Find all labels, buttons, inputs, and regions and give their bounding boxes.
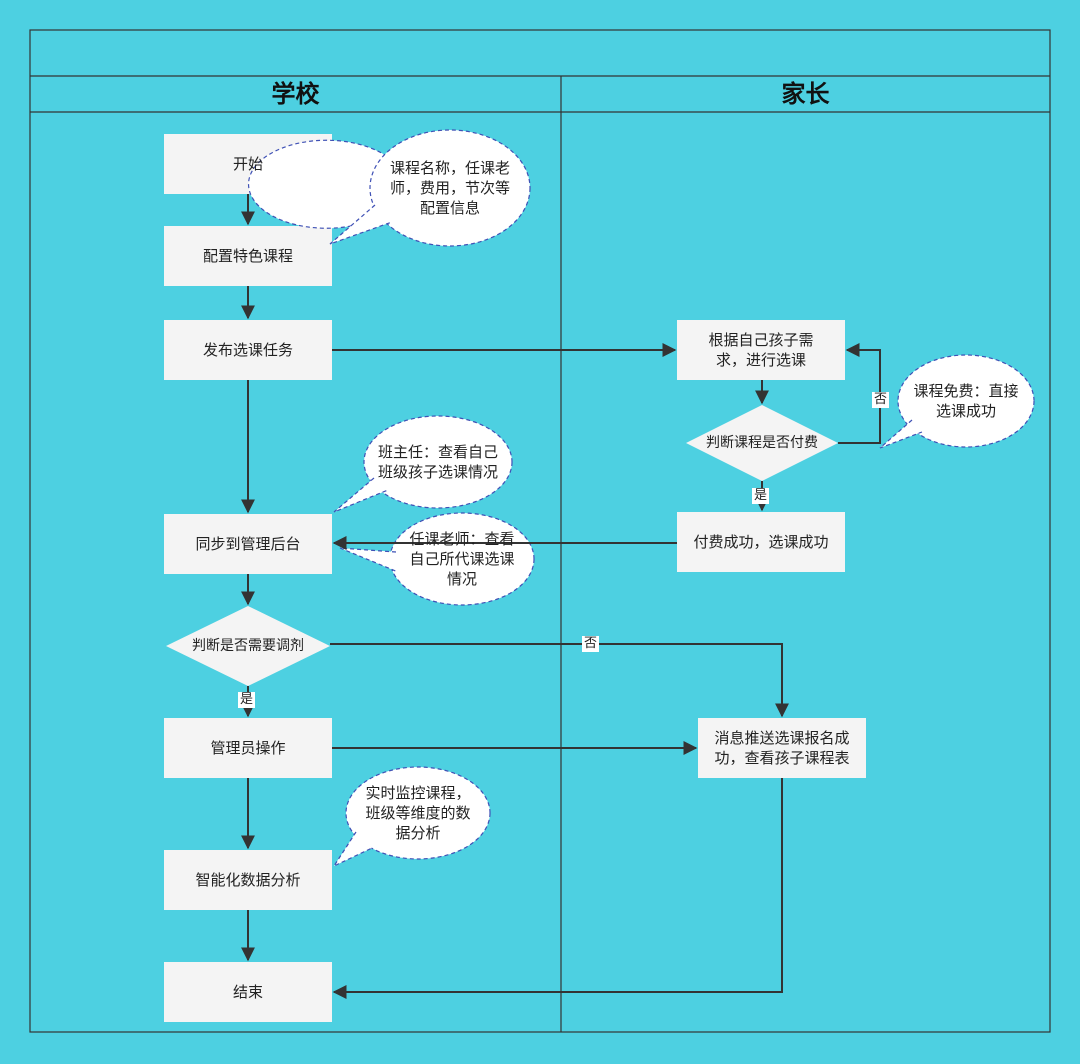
node-notify-parent: 消息推送选课报名成功，查看孩子课程表 bbox=[714, 729, 850, 767]
diamond-adjust bbox=[166, 606, 330, 686]
box-admin bbox=[164, 718, 332, 778]
box-notify bbox=[698, 718, 866, 778]
edge-label-adjust-no: 否 bbox=[582, 636, 600, 652]
node-config-course: 配置特色课程 bbox=[202, 247, 293, 265]
edge-label-pay-yes: 是 bbox=[752, 488, 770, 504]
bubble-head-teacher bbox=[363, 415, 513, 509]
bubble-free-course bbox=[897, 354, 1035, 448]
node-choose-course: 根据自己孩子需求，进行选课 bbox=[708, 331, 814, 369]
node-admin-operation: 管理员操作 bbox=[210, 739, 286, 757]
node-sync-backend: 同步到管理后台 bbox=[195, 535, 301, 553]
swimlane-frame bbox=[29, 29, 1051, 1033]
bubble-free-course-text: 课程免费：直接选课成功 bbox=[913, 382, 1019, 420]
diamond-pay bbox=[686, 405, 838, 481]
box-config bbox=[164, 226, 332, 286]
decision-shapes bbox=[166, 405, 838, 686]
box-analysis bbox=[164, 850, 332, 910]
bubble-monitor-text: 实时监控课程，班级等维度的数据分析 bbox=[365, 784, 471, 842]
edge-label-free-no: 否 bbox=[872, 392, 890, 408]
node-start: 开始 bbox=[232, 155, 263, 173]
callout-bubbles bbox=[248, 129, 1035, 868]
bubble-config-info-text: 课程名称，任课老师，费用，节次等配置信息 bbox=[389, 159, 510, 217]
node-data-analysis: 智能化数据分析 bbox=[195, 871, 301, 889]
box-pay-success bbox=[677, 512, 845, 572]
box-end bbox=[164, 962, 332, 1022]
node-end: 结束 bbox=[232, 983, 263, 1001]
lane-title-school: 学校 bbox=[271, 80, 320, 108]
connectors bbox=[241, 194, 881, 999]
bubble-head-teacher-text: 班主任：查看自己班级孩子选课情况 bbox=[378, 443, 499, 481]
node-pay-decision: 判断课程是否付费 bbox=[706, 435, 818, 451]
node-adjust-decision: 判断是否需要调剂 bbox=[192, 638, 304, 654]
box-publish bbox=[164, 320, 332, 380]
bubble-subject-teacher-text: 任课老师：查看自己所代课选课情况 bbox=[409, 530, 515, 588]
node-pay-success: 付费成功，选课成功 bbox=[693, 533, 829, 551]
edge-label-adjust-yes: 是 bbox=[238, 692, 256, 708]
node-publish-task: 发布选课任务 bbox=[202, 341, 293, 359]
bubble-subject-teacher bbox=[389, 512, 535, 606]
process-boxes bbox=[164, 134, 866, 1022]
box-choose bbox=[677, 320, 845, 380]
box-sync bbox=[164, 514, 332, 574]
lane-title-parent: 家长 bbox=[781, 80, 830, 108]
bubble-monitor bbox=[345, 766, 491, 860]
